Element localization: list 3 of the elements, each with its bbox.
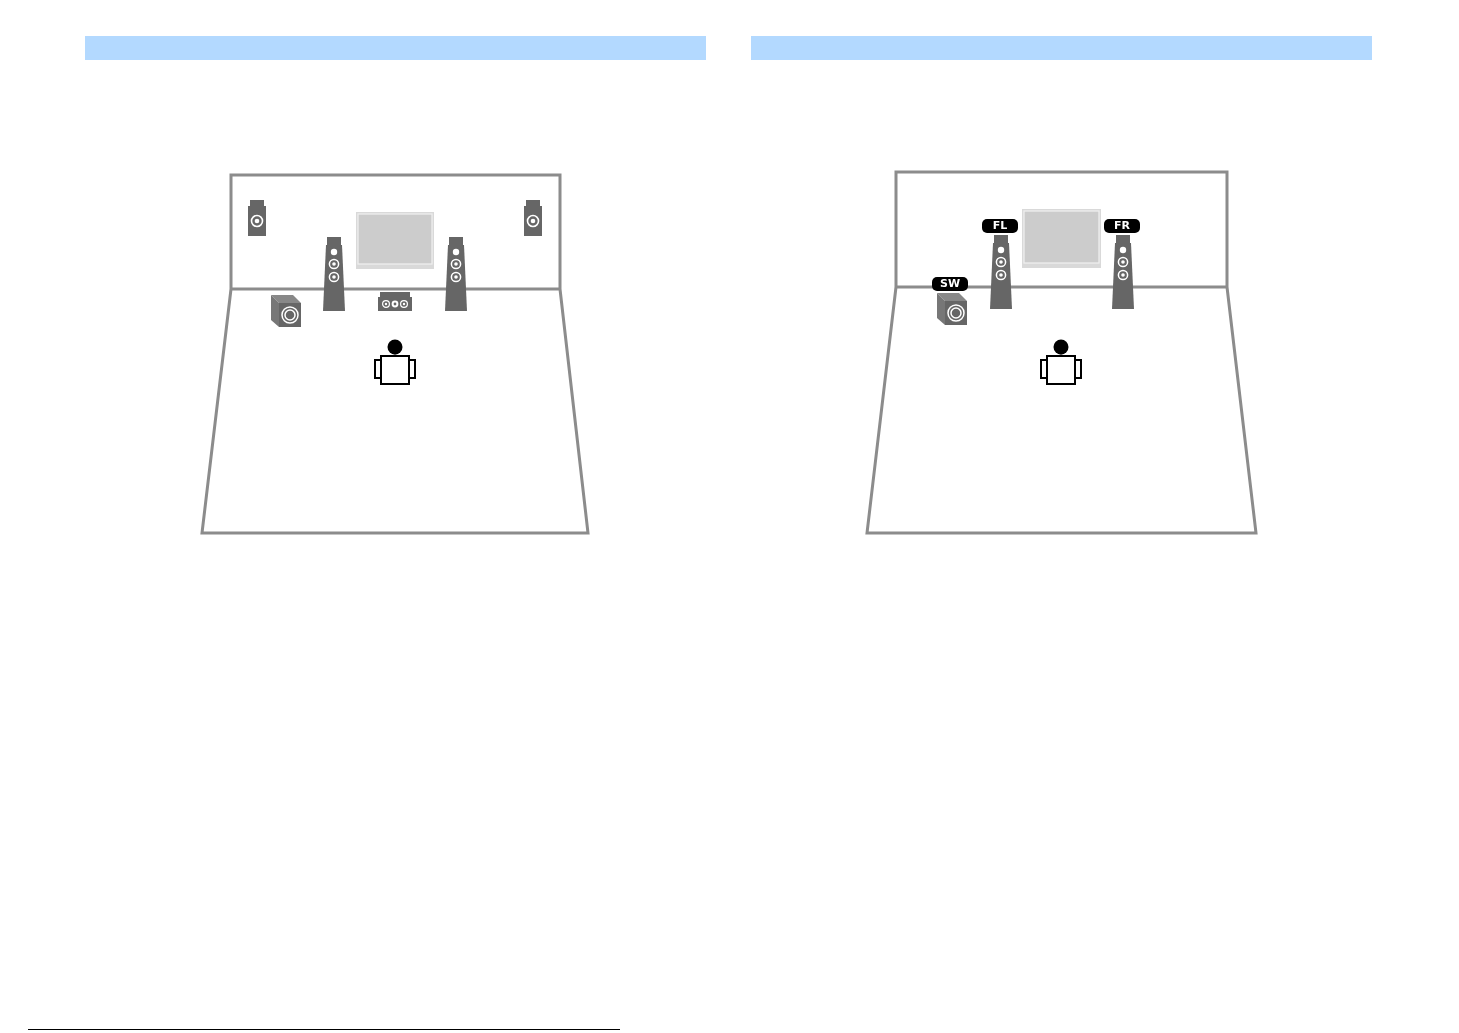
channel-badge: FR — [1104, 219, 1140, 233]
channel-badge: FL — [982, 219, 1018, 233]
channel-badge: SW — [932, 277, 968, 291]
